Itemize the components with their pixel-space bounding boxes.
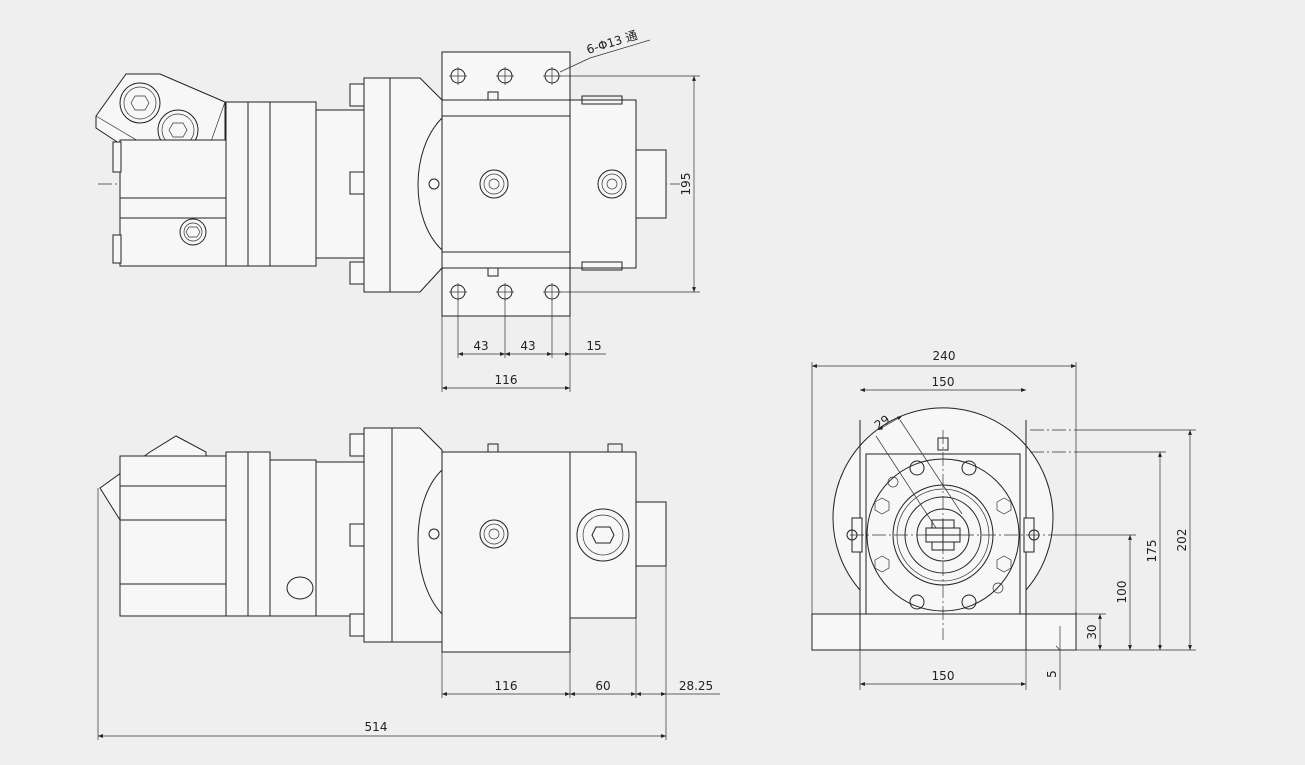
dim-175: 175 [1145, 540, 1159, 563]
dim-5: 5 [1045, 670, 1059, 678]
flange-front [349, 427, 443, 643]
dim-43-b: 43 [520, 339, 535, 353]
dim-240: 240 [933, 349, 956, 363]
dim-43-a: 43 [473, 339, 488, 353]
dim-100: 100 [1115, 581, 1129, 604]
bolt-circle [874, 460, 1012, 610]
motor-body-front [119, 451, 365, 617]
output-head-front [569, 443, 667, 619]
dim-150-top: 150 [932, 375, 955, 389]
dim-116-front: 116 [495, 679, 518, 693]
front-dimensions: 116 60 28.25 514 [97, 488, 720, 740]
output-head-top [569, 95, 667, 271]
dim-15: 15 [586, 339, 601, 353]
front-view: 116 60 28.25 514 [97, 427, 720, 740]
side-view: 240 150 29 202 175 100 30 5 [811, 349, 1196, 690]
housing-front [417, 443, 571, 653]
mounting-holes-top [449, 67, 561, 301]
dim-60: 60 [595, 679, 610, 693]
top-view: 195 6-Φ13 通 43 43 15 116 [95, 28, 700, 392]
dim-116-top: 116 [495, 373, 518, 387]
hole-note: 6-Φ13 通 [585, 28, 639, 57]
dim-514: 514 [365, 720, 388, 734]
dim-195: 195 [679, 173, 693, 196]
dim-30: 30 [1085, 624, 1099, 639]
dim-150-bottom: 150 [932, 669, 955, 683]
dim-202: 202 [1175, 529, 1189, 552]
flange-top [349, 77, 443, 293]
housing-top [417, 51, 571, 317]
side-dimensions: 240 150 29 202 175 100 30 5 [811, 349, 1196, 690]
dim-28-25: 28.25 [679, 679, 713, 693]
